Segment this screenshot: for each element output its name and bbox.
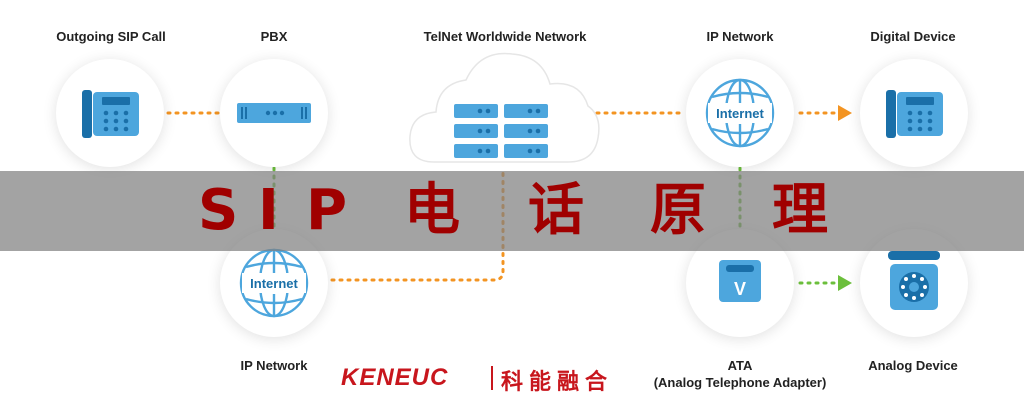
label-ip-network-top: IP Network bbox=[706, 29, 774, 44]
label-telnet: TelNet Worldwide Network bbox=[423, 29, 587, 44]
desk-phone-icon bbox=[886, 90, 943, 138]
title-banner bbox=[0, 171, 1024, 251]
ata-icon: V bbox=[719, 260, 761, 302]
label-digital: Digital Device bbox=[870, 29, 956, 44]
arrow-analog bbox=[838, 275, 852, 291]
label-ata-sub: (Analog Telephone Adapter) bbox=[653, 375, 827, 390]
banner-char-i: I bbox=[258, 178, 279, 243]
banner-char-dian: 电 bbox=[404, 178, 460, 243]
node-digital bbox=[860, 59, 968, 167]
internet-label-bottom: Internet bbox=[250, 276, 298, 291]
banner-char-yuan: 原 bbox=[650, 178, 706, 243]
connector-ip-telnet bbox=[330, 170, 505, 282]
label-analog: Analog Device bbox=[868, 358, 958, 373]
pbx-rack-icon bbox=[237, 103, 311, 123]
banner-char-li: 理 bbox=[772, 178, 828, 243]
server-cloud-icon bbox=[409, 52, 600, 163]
analog-phone-icon bbox=[888, 251, 940, 310]
label-pbx: PBX bbox=[260, 29, 288, 44]
banner-title: S I P 电 话 原 理 bbox=[0, 171, 1024, 251]
banner-char-s: S bbox=[198, 178, 239, 243]
banner-char-p: P bbox=[306, 178, 348, 243]
brand-name-cn: 科能融合 bbox=[501, 370, 614, 395]
brand-divider bbox=[491, 366, 493, 390]
desk-phone-icon bbox=[82, 90, 139, 138]
label-ata: ATA bbox=[727, 358, 753, 373]
ata-symbol: V bbox=[734, 279, 746, 299]
node-ip-network-top: Internet bbox=[686, 59, 794, 167]
node-outgoing bbox=[56, 59, 164, 167]
internet-label-top: Internet bbox=[716, 106, 764, 121]
banner-char-hua: 话 bbox=[528, 178, 584, 243]
node-pbx bbox=[220, 59, 328, 167]
brand-logo: KENEUC bbox=[341, 364, 449, 391]
label-ip-network-bottom: IP Network bbox=[240, 358, 308, 373]
label-outgoing: Outgoing SIP Call bbox=[56, 29, 166, 44]
arrow-digital bbox=[838, 105, 852, 121]
globe-icon: Internet bbox=[705, 78, 775, 148]
